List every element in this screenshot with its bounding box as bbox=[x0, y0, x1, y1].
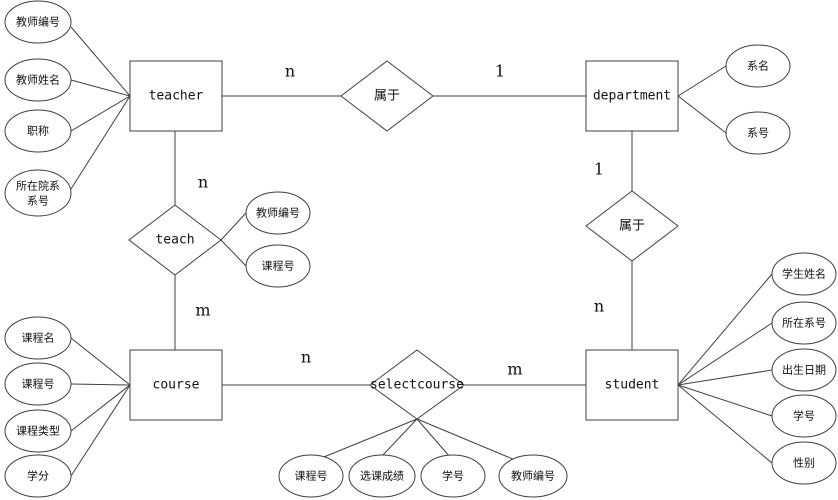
attr-line bbox=[677, 95, 727, 134]
attribute-label: 系号 bbox=[747, 127, 769, 140]
attribute-select-student-id: 学号 bbox=[420, 454, 486, 498]
attr-line bbox=[70, 79, 131, 97]
attribute-course-name: 课程名 bbox=[4, 316, 72, 360]
entity-course: course bbox=[129, 349, 223, 421]
attribute-label: 课程号 bbox=[295, 470, 328, 483]
attribute-label: 性别 bbox=[793, 456, 815, 470]
attr-line bbox=[677, 369, 773, 386]
attribute-teach-teacher-id: 教师编号 bbox=[245, 191, 311, 235]
attribute-label: 出生日期 bbox=[782, 363, 826, 377]
attribute-course-type: 课程类型 bbox=[4, 409, 72, 453]
cardinality-labels: n 1 1 n n m n m bbox=[195, 62, 604, 379]
cardinality-label: 1 bbox=[495, 62, 505, 81]
entity-label: course bbox=[153, 378, 200, 393]
attribute-teach-course-id: 课程号 bbox=[245, 244, 311, 288]
attribute-label: 选课成绩 bbox=[360, 470, 404, 483]
attr-line bbox=[70, 384, 131, 477]
attribute-student-birth: 出生日期 bbox=[771, 348, 837, 392]
relationship-department-student: 属于 bbox=[585, 190, 679, 262]
relationship-teach: teach bbox=[128, 204, 222, 276]
attribute-label: 教师编号 bbox=[256, 206, 300, 220]
attribute-label: 教师编号 bbox=[511, 469, 555, 483]
attribute-label: 所在院系 bbox=[16, 179, 60, 193]
attr-line bbox=[70, 95, 131, 132]
cardinality-label: n bbox=[285, 62, 295, 81]
attribute-label: 职称 bbox=[27, 124, 49, 138]
attr-line bbox=[677, 384, 773, 417]
attribute-department-id: 系号 bbox=[725, 111, 791, 155]
attribute-teacher-name: 教师姓名 bbox=[4, 58, 72, 102]
attribute-student-gender: 性别 bbox=[771, 441, 837, 485]
attribute-label: 课程名 bbox=[22, 331, 55, 345]
attribute-label: 系名 bbox=[747, 59, 769, 73]
cardinality-label: 1 bbox=[594, 160, 604, 179]
attr-line bbox=[677, 65, 727, 97]
attribute-department-name: 系名 bbox=[725, 44, 791, 88]
attr-line bbox=[416, 418, 521, 463]
attribute-teacher-dept: 所在院系 系号 bbox=[4, 169, 72, 217]
attribute-label: 课程号 bbox=[262, 260, 295, 273]
attribute-course-id: 课程号 bbox=[4, 362, 72, 406]
attribute-label: 学分 bbox=[27, 469, 49, 483]
attribute-teacher-title: 职称 bbox=[4, 109, 72, 153]
relationship-teacher-department: 属于 bbox=[340, 60, 434, 132]
attribute-label: 学号 bbox=[442, 469, 464, 483]
cardinality-label: n bbox=[301, 348, 311, 367]
relationship-label: selectcourse bbox=[370, 378, 464, 393]
attribute-label: 课程号 bbox=[22, 378, 55, 391]
relationship-selectcourse: selectcourse bbox=[369, 349, 465, 420]
relationship-label: 属于 bbox=[619, 219, 645, 234]
attr-line bbox=[70, 384, 131, 432]
attribute-student-id: 学号 bbox=[771, 394, 837, 438]
attribute-student-dept: 所在系号 bbox=[771, 301, 837, 345]
attr-line bbox=[70, 337, 131, 386]
attr-line bbox=[70, 95, 131, 190]
attr-line bbox=[70, 26, 131, 97]
attribute-label: 教师编号 bbox=[16, 15, 60, 29]
attribute-course-credit: 学分 bbox=[4, 454, 72, 498]
cardinality-label: n bbox=[198, 173, 208, 192]
attribute-select-course-id: 课程号 bbox=[278, 454, 344, 498]
attribute-teacher-id: 教师编号 bbox=[4, 0, 72, 44]
entity-label: student bbox=[605, 378, 660, 393]
attribute-label: 所在系号 bbox=[782, 317, 826, 330]
attr-line bbox=[677, 322, 773, 386]
attribute-lines bbox=[70, 26, 773, 477]
cardinality-label: n bbox=[594, 297, 604, 316]
attribute-student-name: 学生姓名 bbox=[771, 252, 837, 296]
entity-student: student bbox=[585, 349, 679, 421]
attribute-label: 系号 bbox=[27, 195, 49, 208]
relationship-lines bbox=[174, 95, 633, 386]
attr-line bbox=[220, 212, 247, 241]
attr-line bbox=[381, 418, 418, 457]
entity-label: department bbox=[593, 89, 671, 104]
attribute-label: 学生姓名 bbox=[782, 267, 826, 281]
attribute-label: 课程类型 bbox=[16, 424, 60, 438]
attr-line bbox=[220, 239, 247, 267]
relationship-label: teach bbox=[155, 233, 194, 248]
attribute-select-teacher-id: 教师编号 bbox=[498, 454, 568, 498]
attr-line bbox=[70, 383, 131, 386]
cardinality-label: m bbox=[507, 360, 522, 379]
entity-teacher: teacher bbox=[129, 60, 223, 132]
attr-line bbox=[677, 384, 773, 464]
attr-line bbox=[677, 273, 773, 386]
relationship-label: 属于 bbox=[374, 89, 400, 104]
attribute-select-grade: 选课成绩 bbox=[348, 454, 416, 498]
attr-line bbox=[416, 418, 451, 458]
entity-department: department bbox=[585, 60, 679, 132]
entity-label: teacher bbox=[149, 89, 204, 104]
attribute-label: 学号 bbox=[793, 409, 815, 423]
attr-line bbox=[318, 418, 418, 460]
cardinality-label: m bbox=[195, 301, 210, 320]
attribute-label: 教师姓名 bbox=[16, 73, 60, 87]
